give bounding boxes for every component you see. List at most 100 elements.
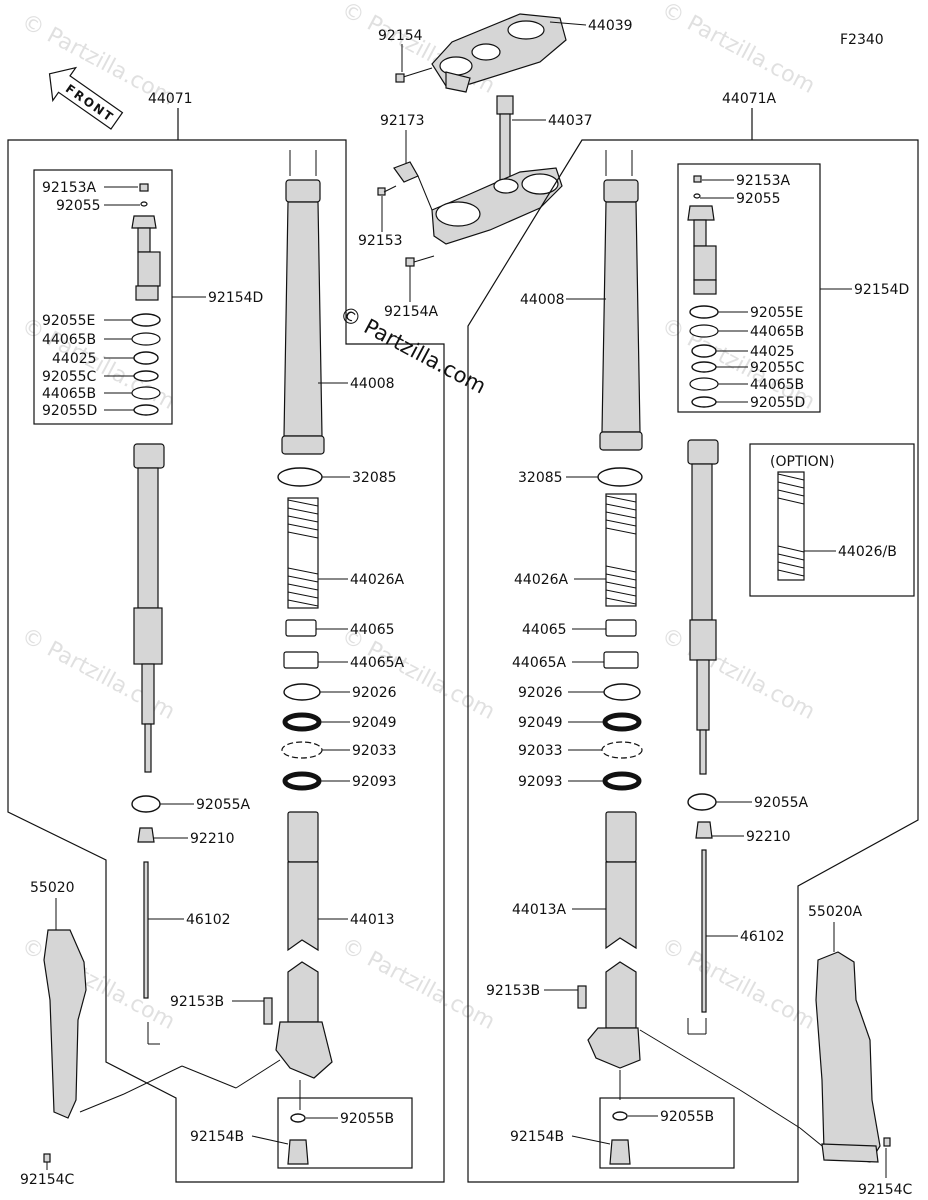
right-rod-46102	[701, 849, 707, 1013]
left-bolt-92154B	[287, 1139, 309, 1165]
option-label: (OPTION)	[770, 454, 835, 470]
bolt-92154A	[405, 255, 435, 267]
label-right-92153B: 92153B	[486, 983, 540, 999]
label-left-92055: 92055	[56, 198, 101, 214]
label-44039: 44039	[588, 18, 633, 34]
label-left-44065: 44065	[350, 622, 395, 638]
left-rod-46102	[143, 861, 149, 999]
label-right-44025: 44025	[750, 344, 795, 360]
label-left-92055B: 92055B	[340, 1111, 394, 1127]
label-right-92055D: 92055D	[750, 395, 805, 411]
lower-triple-clamp	[431, 167, 563, 245]
watermark: © Partzilla.com	[657, 933, 819, 1035]
left-cartridge-rings	[131, 313, 161, 416]
left-damper-rod	[133, 443, 165, 773]
right-inner-tube	[587, 811, 641, 1069]
label-right-44065B-1: 44065B	[750, 324, 804, 340]
label-left-44065B-2: 44065B	[42, 386, 96, 402]
label-right-44026A: 44026A	[514, 572, 569, 588]
left-bottom-box	[277, 1097, 413, 1169]
assembly-outline-44071	[7, 108, 445, 1183]
watermark: © Partzilla.com	[657, 0, 819, 99]
left-outer-tube	[281, 150, 325, 455]
right-damper-rod	[687, 439, 719, 775]
right-ring-92055A	[687, 793, 717, 811]
label-right-44013A: 44013A	[512, 902, 567, 918]
label-left-92154D: 92154D	[208, 290, 263, 306]
left-ring-92055B	[290, 1113, 306, 1123]
label-right-46102: 46102	[740, 929, 785, 945]
label-left-44065A: 44065A	[350, 655, 405, 671]
cartridge-top-left	[131, 183, 161, 301]
right-cartridge-rings	[689, 305, 719, 408]
label-right-92093: 92093	[518, 774, 563, 790]
label-right-92055A: 92055A	[754, 795, 809, 811]
label-right-92154B: 92154B	[510, 1129, 564, 1145]
steering-stem	[496, 95, 514, 185]
option-spring	[777, 471, 805, 581]
left-stack	[281, 619, 323, 791]
label-right-92153A: 92153A	[736, 173, 791, 189]
watermark: © Partzilla.com	[337, 933, 499, 1035]
left-ring-32085	[277, 467, 323, 487]
label-left-92055A: 92055A	[196, 797, 251, 813]
label-92173: 92173	[380, 113, 425, 129]
label-right-44065B-2: 44065B	[750, 377, 804, 393]
label-left-44026A: 44026A	[350, 572, 405, 588]
label-right-92154C: 92154C	[858, 1182, 913, 1198]
label-92153: 92153	[358, 233, 403, 249]
label-left-46102: 46102	[186, 912, 231, 928]
label-right-55020A: 55020A	[808, 904, 863, 920]
label-left-92093: 92093	[352, 774, 397, 790]
watermark: © Partzilla.com	[657, 623, 819, 725]
label-left-92033: 92033	[352, 743, 397, 759]
assembly-outline-44071A	[467, 108, 919, 1183]
left-ring-92055A	[131, 795, 161, 813]
label-right-32085: 32085	[518, 470, 563, 486]
left-bolt-92153B	[263, 997, 273, 1025]
cartridge-top-right	[687, 175, 717, 295]
option-box	[749, 443, 915, 597]
label-right-92055: 92055	[736, 191, 781, 207]
cartridge-kit-box-right	[677, 163, 821, 413]
label-92154-top: 92154	[378, 28, 423, 44]
right-fork-guard-55020A	[815, 951, 881, 1163]
label-left-44008: 44008	[350, 376, 395, 392]
label-left-92154C: 92154C	[20, 1172, 75, 1188]
label-left-92049: 92049	[352, 715, 397, 731]
upper-triple-clamp	[431, 13, 567, 93]
label-44071: 44071	[148, 91, 193, 107]
bolt-92154-top	[395, 67, 433, 83]
left-spring-44026A	[287, 497, 319, 609]
label-left-92153A: 92153A	[42, 180, 97, 196]
right-ring-92055B	[612, 1111, 628, 1121]
label-right-44065: 44065	[522, 622, 567, 638]
label-left-92055D: 92055D	[42, 403, 97, 419]
label-left-44013: 44013	[350, 912, 395, 928]
right-bottom-box	[599, 1097, 735, 1169]
label-44037: 44037	[548, 113, 593, 129]
label-right-92210: 92210	[746, 829, 791, 845]
label-right-92026: 92026	[518, 685, 563, 701]
label-right-92049: 92049	[518, 715, 563, 731]
label-left-92154B: 92154B	[190, 1129, 244, 1145]
label-left-92026: 92026	[352, 685, 397, 701]
left-collar-92210	[137, 827, 155, 843]
watermark: © Partzilla.com	[337, 623, 499, 725]
label-left-44025: 44025	[52, 351, 97, 367]
label-right-92055E: 92055E	[750, 305, 803, 321]
right-bolt-92154B	[609, 1139, 631, 1165]
right-stack	[601, 619, 643, 791]
label-left-92055C: 92055C	[42, 369, 97, 385]
label-right-44065A: 44065A	[512, 655, 567, 671]
label-left-92153B: 92153B	[170, 994, 224, 1010]
right-outer-tube	[599, 150, 643, 451]
right-collar-92210	[695, 821, 713, 839]
label-left-32085: 32085	[352, 470, 397, 486]
label-right-92055B: 92055B	[660, 1109, 714, 1125]
label-left-44065B-1: 44065B	[42, 332, 96, 348]
left-fork-guard-55020	[43, 929, 87, 1119]
right-bolt-92154C	[883, 1137, 891, 1147]
label-left-55020: 55020	[30, 880, 75, 896]
figure-code: F2340	[840, 32, 884, 48]
